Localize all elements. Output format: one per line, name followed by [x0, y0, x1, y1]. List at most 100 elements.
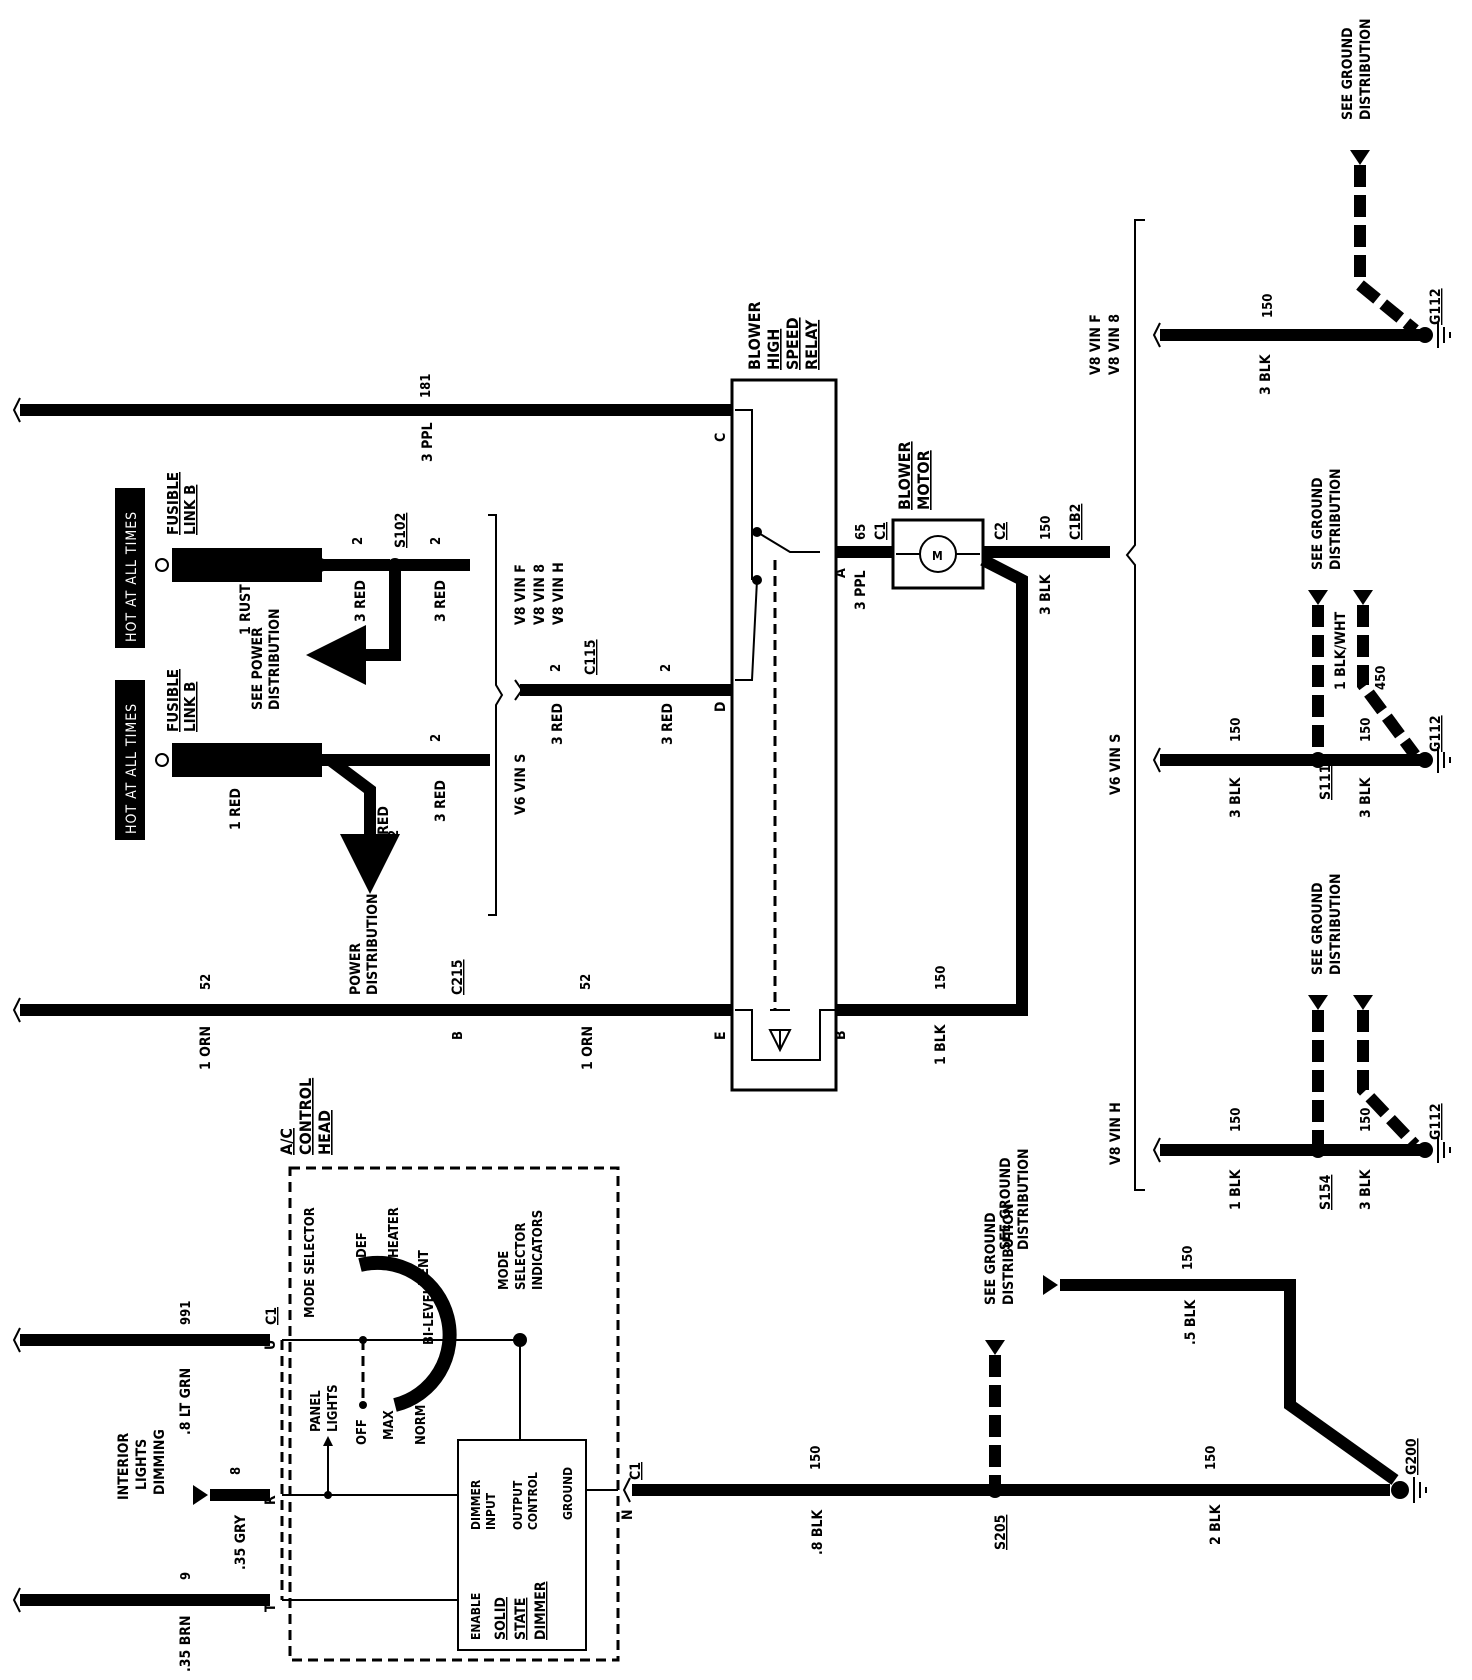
svg-text:DEF: DEF — [355, 1232, 370, 1258]
svg-text:SOLID STATE DIMMER: SOLID STATE DIMMER — [493, 1581, 549, 1640]
svg-text:.8 LT GRN: .8 LT GRN — [178, 1368, 194, 1435]
svg-text:1 ORN: 1 ORN — [198, 1026, 214, 1070]
c115-label: C115 — [583, 639, 599, 675]
splice-s111 — [1310, 752, 1326, 768]
svg-text:1 ORN: 1 ORN — [580, 1026, 596, 1070]
svg-text:52: 52 — [199, 974, 214, 990]
ground-branch-s154: 150 150 1 BLK 3 BLK S154 G112 SEE GROUND… — [1152, 873, 1451, 1210]
svg-text:150: 150 — [1229, 718, 1244, 742]
svg-text:BI-LEVEL: BI-LEVEL — [422, 1286, 437, 1345]
svg-text:S111: S111 — [1318, 765, 1334, 800]
fusible-link-label-1: FUSIBLELINK B — [164, 472, 199, 535]
splice-s154 — [1310, 1142, 1326, 1158]
motor-title: BLOWER MOTOR — [895, 436, 933, 510]
svg-text:65: 65 — [854, 524, 869, 540]
svg-text:150: 150 — [1229, 1108, 1244, 1132]
svg-text:V8 VIN H: V8 VIN H — [1108, 1102, 1124, 1165]
blower-motor: M BLOWER MOTOR C1 C2 — [873, 436, 1009, 590]
solid-state-dimmer — [457, 1439, 587, 1651]
svg-text:52: 52 — [579, 974, 594, 990]
svg-text:1 BLK: 1 BLK — [1228, 1168, 1244, 1210]
svg-text:2: 2 — [659, 664, 674, 672]
svg-text:2 BLK: 2 BLK — [1208, 1503, 1224, 1545]
svg-text:B: B — [451, 1031, 466, 1040]
wire-orn-52: 52 52 1 ORN 1 ORN C215 B — [12, 959, 732, 1070]
c2-label: C2 — [993, 522, 1009, 540]
svg-text:9: 9 — [179, 1572, 194, 1580]
svg-text:3 BLK: 3 BLK — [1358, 776, 1374, 818]
hot-at-all-times-1: HOT AT ALL TIMES — [124, 511, 140, 642]
ground-g200 — [1391, 1481, 1409, 1499]
wire-ppl-181: 181 3 PPL — [12, 374, 732, 462]
see-power-distribution: SEE POWERDISTRIBUTION — [250, 608, 283, 710]
fusible-link-1 — [172, 548, 322, 582]
svg-text:VENT: VENT — [417, 1250, 432, 1285]
svg-text:450: 450 — [1374, 666, 1389, 690]
relay-pin-d: D — [713, 702, 729, 712]
power-feed-1: HOT AT ALL TIMES FUSIBLELINK B 1 RUST S1… — [115, 472, 470, 710]
svg-text:3 RED: 3 RED — [660, 703, 676, 745]
wire-red-c115: C115 2 2 3 RED 3 RED — [514, 639, 732, 745]
control-head-title: A/C CONTROL HEAD — [277, 1073, 334, 1155]
power-distribution-label: POWERDISTRIBUTION — [348, 893, 381, 995]
svg-text:150: 150 — [1359, 718, 1374, 742]
svg-text:3 RED: 3 RED — [433, 580, 449, 622]
svg-text:G200: G200 — [1404, 1438, 1420, 1475]
svg-text:C1: C1 — [264, 1307, 280, 1325]
svg-text:150: 150 — [1261, 294, 1276, 318]
wire-1-rust: 1 RUST — [238, 584, 254, 635]
svg-text:.35 BRN: .35 BRN — [178, 1615, 194, 1672]
c215-label: C215 — [450, 959, 466, 995]
vin-option-bracket: V8 VIN F V8 VIN 8 V8 VIN H V6 VIN S — [488, 514, 567, 916]
svg-text:S102: S102 — [393, 513, 409, 548]
svg-text:150: 150 — [1039, 516, 1054, 540]
svg-text:HEATER: HEATER — [387, 1207, 402, 1258]
relay-pin-e: E — [713, 1031, 729, 1040]
svg-text:2: 2 — [429, 734, 444, 742]
svg-text:150: 150 — [1204, 1446, 1219, 1470]
c1b2-label: C1B2 — [1068, 504, 1084, 540]
svg-text:3 BLK: 3 BLK — [1358, 1168, 1374, 1210]
svg-text:991: 991 — [179, 1301, 194, 1325]
svg-text:S154: S154 — [1318, 1174, 1334, 1210]
svg-text:DIMMERINPUT: DIMMERINPUT — [469, 1479, 498, 1530]
svg-text:V8 VIN F V8 VIN 8 V8 V: V8 VIN F V8 VIN 8 V8 VIN H — [513, 560, 567, 625]
fuse-terminal-1 — [155, 558, 169, 572]
svg-text:OFF: OFF — [355, 1419, 370, 1445]
svg-text:1 RED: 1 RED — [228, 788, 244, 830]
svg-text:3 PPL: 3 PPL — [420, 422, 436, 462]
fusible-link-2 — [172, 743, 322, 777]
svg-text:R: R — [263, 1495, 279, 1505]
svg-text:MAX: MAX — [382, 1410, 397, 1440]
svg-text:3 RED: 3 RED — [433, 780, 449, 822]
svg-text:3 BLK: 3 BLK — [1038, 573, 1054, 615]
relay-pin-b: B — [833, 1030, 849, 1040]
svg-text:181: 181 — [419, 374, 434, 398]
svg-text:.5 BLK: .5 BLK — [1183, 1298, 1199, 1345]
svg-text:S205: S205 — [993, 1515, 1009, 1550]
svg-text:150: 150 — [809, 1446, 824, 1470]
relay-pin-a: A — [833, 568, 849, 578]
svg-text:G112: G112 — [1428, 715, 1444, 752]
svg-text:.8 BLK: .8 BLK — [810, 1508, 826, 1555]
svg-text:.35 GRY: .35 GRY — [233, 1514, 249, 1570]
wire-relay-to-motor: 65 3 PPL 150 C1B2 3 BLK 150 1 BLK — [836, 504, 1110, 1065]
svg-text:OUTPUTCONTROL: OUTPUTCONTROL — [511, 1472, 540, 1530]
interior-lights-dimming: INTERIOR LIGHTS DIMMING — [116, 1428, 168, 1500]
svg-text:3 BLK: 3 BLK — [1258, 353, 1274, 395]
svg-text:G112: G112 — [1428, 288, 1444, 325]
ground-g112-3 — [1417, 1142, 1433, 1158]
svg-text:V8 VIN F V8 VIN 8: V8 VIN F V8 VIN 8 — [1088, 310, 1123, 375]
svg-text:C1: C1 — [628, 1462, 644, 1480]
ac-control-head: A/C CONTROL HEAD MODE SELECTOR DEF HEATE… — [263, 1073, 644, 1662]
ground-branch-s111: 150 150 3 BLK 3 BLK S111 1 BLK/WHT 450 G… — [1152, 468, 1451, 818]
svg-text:150: 150 — [1359, 1108, 1374, 1132]
relay-title: BLOWER HIGH SPEED RELAY — [745, 296, 821, 370]
svg-text:150: 150 — [1181, 1246, 1196, 1270]
